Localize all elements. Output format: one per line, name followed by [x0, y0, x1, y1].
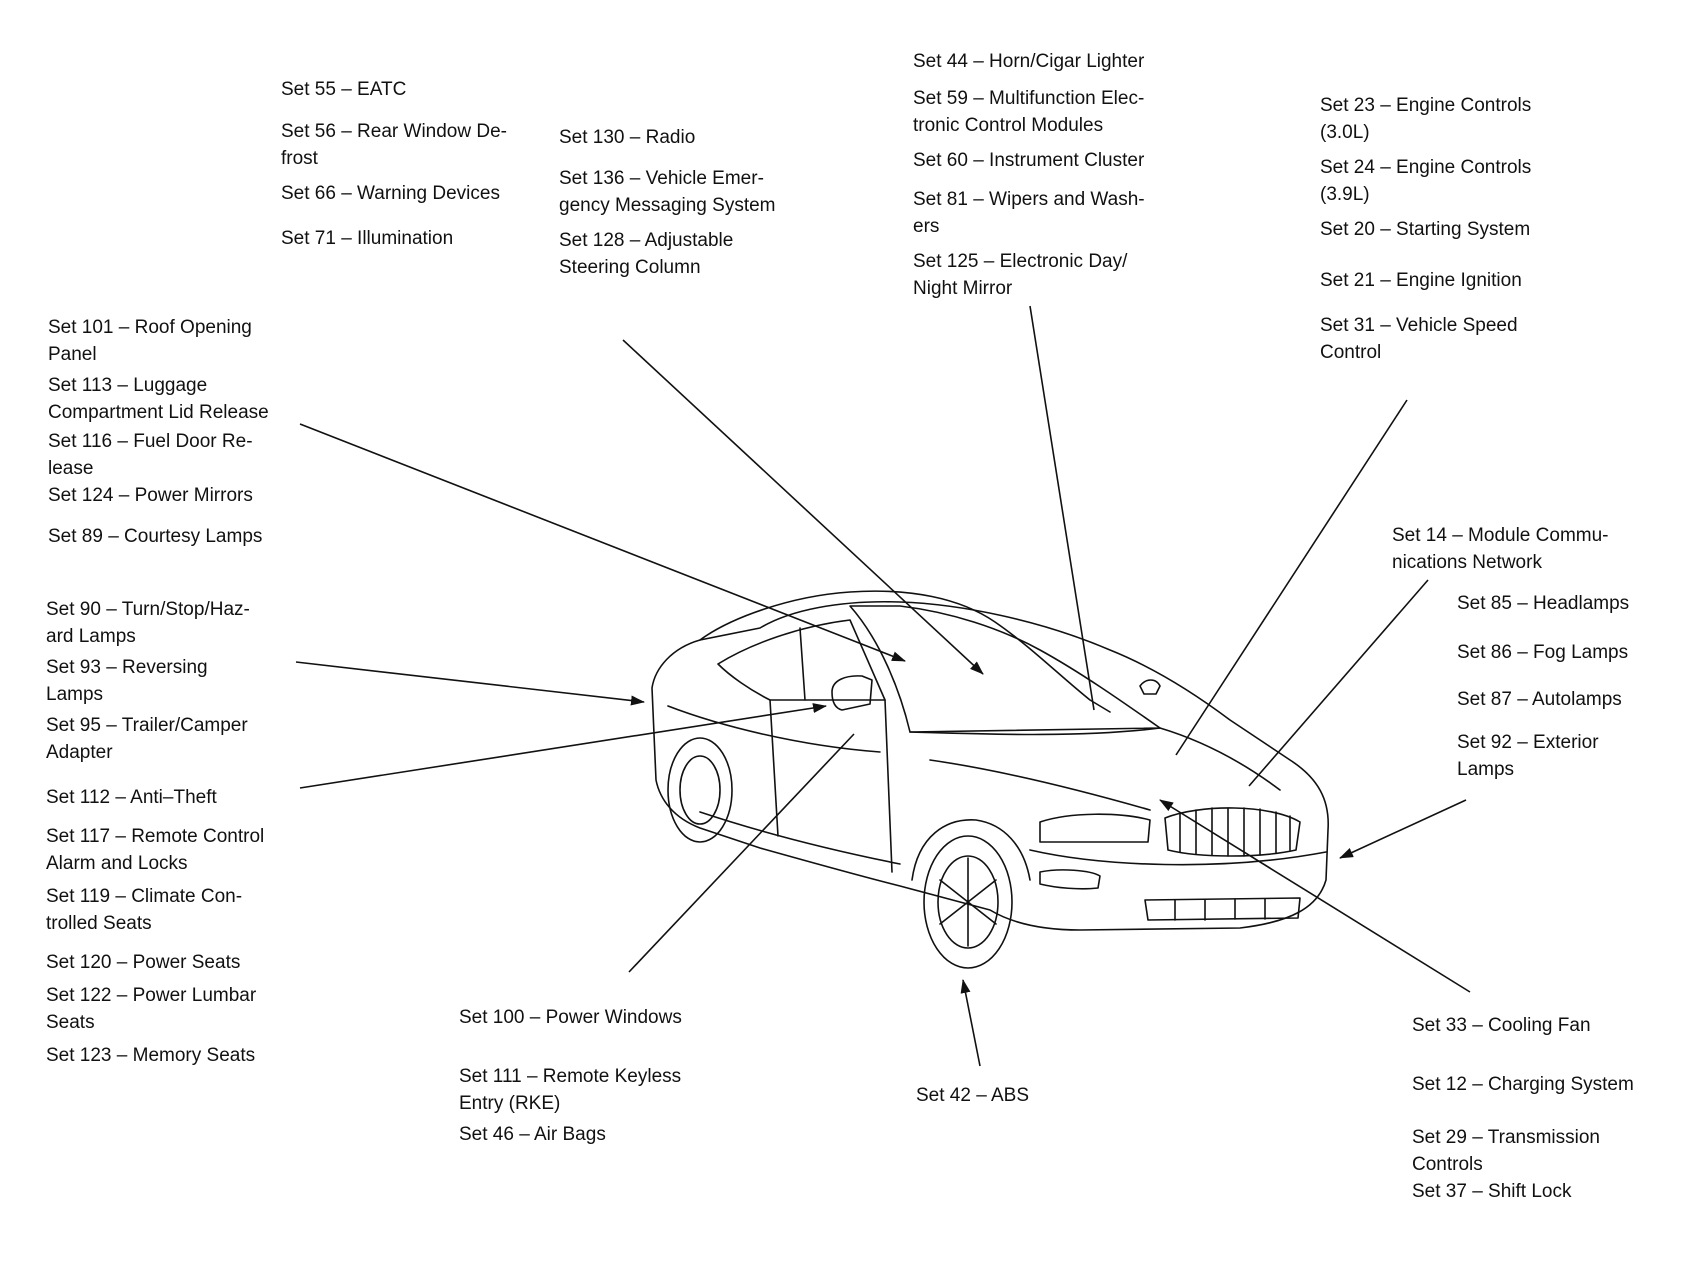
car-door-line-2: [884, 699, 893, 873]
label-set-112: Set 112 – Anti–Theft: [46, 787, 217, 808]
label-set-95: Set 95 – Trailer/Camper Adapter: [46, 715, 248, 763]
label-set-130: Set 130 – Radio: [559, 127, 696, 148]
label-group-bottom-center: Set 100 – Power Windows Set 111 – Remote…: [459, 1004, 719, 1156]
label-set-101: Set 101 – Roof Opening Panel: [48, 317, 252, 365]
pointer-exterior-lamps: [1339, 799, 1467, 859]
label-set-42: Set 42 – ABS: [916, 1085, 1030, 1106]
car-antenna: [1139, 679, 1161, 695]
car-rocker: [699, 811, 901, 865]
label-set-122: Set 122 – Power Lumbar Seats: [46, 985, 257, 1033]
pointer-power-windows: [628, 733, 855, 973]
pointer-cooling-fan: [1159, 799, 1471, 993]
car-grille-bars: [1179, 807, 1291, 857]
label-set-20: Set 20 – Starting System: [1320, 219, 1531, 240]
label-set-66: Set 66 – Warning Devices: [281, 183, 500, 204]
pointer-mirror: [1029, 305, 1095, 711]
label-set-81: Set 81 – Wipers and Wash-ers: [913, 189, 1145, 237]
label-group-abs: Set 42 – ABS: [916, 1082, 1116, 1117]
label-group-left-lower: Set 90 – Turn/Stop/Haz-ard Lamps Set 93 …: [46, 596, 286, 1077]
label-set-12: Set 12 – Charging System: [1412, 1074, 1634, 1095]
label-set-33: Set 33 – Cooling Fan: [1412, 1015, 1591, 1036]
label-set-31: Set 31 – Vehicle Speed Control: [1320, 315, 1518, 363]
label-set-123: Set 123 – Memory Seats: [46, 1045, 256, 1066]
car-roof: [699, 590, 1111, 713]
label-set-55: Set 55 – EATC: [281, 79, 407, 100]
car-front-wheel-spokes: [939, 857, 997, 947]
car-intake-bars: [1174, 898, 1266, 921]
label-set-100: Set 100 – Power Windows: [459, 1007, 682, 1028]
car-side-windows: [717, 619, 886, 701]
car-headlamp: [1039, 813, 1151, 843]
label-group-top-right: Set 23 – Engine Controls (3.0L) Set 24 –…: [1320, 92, 1560, 374]
label-group-top-left: Set 55 – EATC Set 56 – Rear Window De-fr…: [281, 76, 521, 260]
label-set-93: Set 93 – Reversing Lamps: [46, 657, 208, 705]
label-set-136: Set 136 – Vehicle Emer-gency Messaging S…: [559, 168, 776, 216]
car-hood-crease: [929, 759, 1151, 811]
car-front-wheel-rim: [937, 855, 999, 949]
label-set-92: Set 92 – Exterior Lamps: [1457, 732, 1599, 780]
label-set-24: Set 24 – Engine Controls (3.9L): [1320, 157, 1532, 205]
label-set-29: Set 29 – Transmission Controls: [1412, 1127, 1600, 1175]
pointer-engine: [1175, 399, 1408, 756]
pointer-radio: [622, 339, 984, 675]
car-windshield: [849, 605, 1161, 733]
label-group-left-upper: Set 101 – Roof Opening Panel Set 113 – L…: [48, 314, 288, 558]
pointer-anti-theft: [299, 703, 827, 789]
car-side-mirror: [831, 675, 873, 711]
car-lower-intake: [1144, 897, 1301, 921]
label-set-44: Set 44 – Horn/Cigar Lighter: [913, 51, 1145, 72]
label-set-87: Set 87 – Autolamps: [1457, 689, 1622, 710]
car-beltline: [667, 705, 881, 753]
label-set-21: Set 21 – Engine Ignition: [1320, 270, 1522, 291]
car-illustration: [651, 590, 1329, 969]
label-set-85: Set 85 – Headlamps: [1457, 593, 1630, 614]
car-front-wheel-arch: [911, 819, 1031, 881]
label-group-top-center: Set 130 – Radio Set 136 – Vehicle Emer-g…: [559, 124, 789, 289]
label-set-128: Set 128 – Adjustable Steering Column: [559, 230, 734, 278]
label-set-56: Set 56 – Rear Window De-frost: [281, 121, 507, 169]
car-hood: [909, 727, 1281, 791]
pointer-rear-lamps-upper: [299, 423, 906, 662]
label-group-bottom-right: Set 33 – Cooling Fan Set 12 – Charging S…: [1412, 1012, 1662, 1213]
pointer-reversing: [295, 661, 645, 706]
label-set-117: Set 117 – Remote Control Alarm and Locks: [46, 826, 265, 874]
label-group-right-middle: Set 14 – Module Commu-nications Network …: [1392, 522, 1632, 791]
car-door-line: [769, 699, 779, 837]
label-set-46: Set 46 – Air Bags: [459, 1124, 606, 1145]
label-set-71: Set 71 – Illumination: [281, 228, 454, 249]
label-set-119: Set 119 – Climate Con-trolled Seats: [46, 886, 243, 934]
car-body-outline: [651, 600, 1329, 931]
label-set-111: Set 111 – Remote Keyless Entry (RKE): [459, 1066, 682, 1114]
label-set-89: Set 89 – Courtesy Lamps: [48, 526, 263, 547]
label-set-23: Set 23 – Engine Controls (3.0L): [1320, 95, 1532, 143]
car-b-pillar: [799, 627, 806, 701]
label-set-116: Set 116 – Fuel Door Re-lease: [48, 431, 253, 479]
pointer-abs: [960, 979, 981, 1067]
car-rear-wheel: [667, 737, 733, 843]
pointer-module-network: [1248, 579, 1429, 787]
car-front-bumper: [1029, 849, 1327, 866]
car-front-wheel: [923, 835, 1013, 969]
label-set-60: Set 60 – Instrument Cluster: [913, 150, 1145, 171]
car-rear-wheel-rim: [679, 755, 721, 825]
label-set-113: Set 113 – Luggage Compartment Lid Releas…: [48, 375, 269, 423]
label-set-124: Set 124 – Power Mirrors: [48, 485, 253, 506]
label-set-120: Set 120 – Power Seats: [46, 952, 241, 973]
car-fog-lamp: [1039, 869, 1101, 890]
label-set-125: Set 125 – Electronic Day/ Night Mirror: [913, 251, 1128, 299]
pointer-lines: [295, 305, 1471, 1067]
label-set-90: Set 90 – Turn/Stop/Haz-ard Lamps: [46, 599, 250, 647]
label-set-14: Set 14 – Module Commu-nications Network: [1392, 525, 1609, 573]
label-set-59: Set 59 – Multifunction Elec-tronic Contr…: [913, 88, 1145, 136]
label-set-86: Set 86 – Fog Lamps: [1457, 642, 1629, 663]
label-group-top-right-center: Set 44 – Horn/Cigar Lighter Set 59 – Mul…: [913, 48, 1163, 310]
label-set-37: Set 37 – Shift Lock: [1412, 1181, 1572, 1202]
